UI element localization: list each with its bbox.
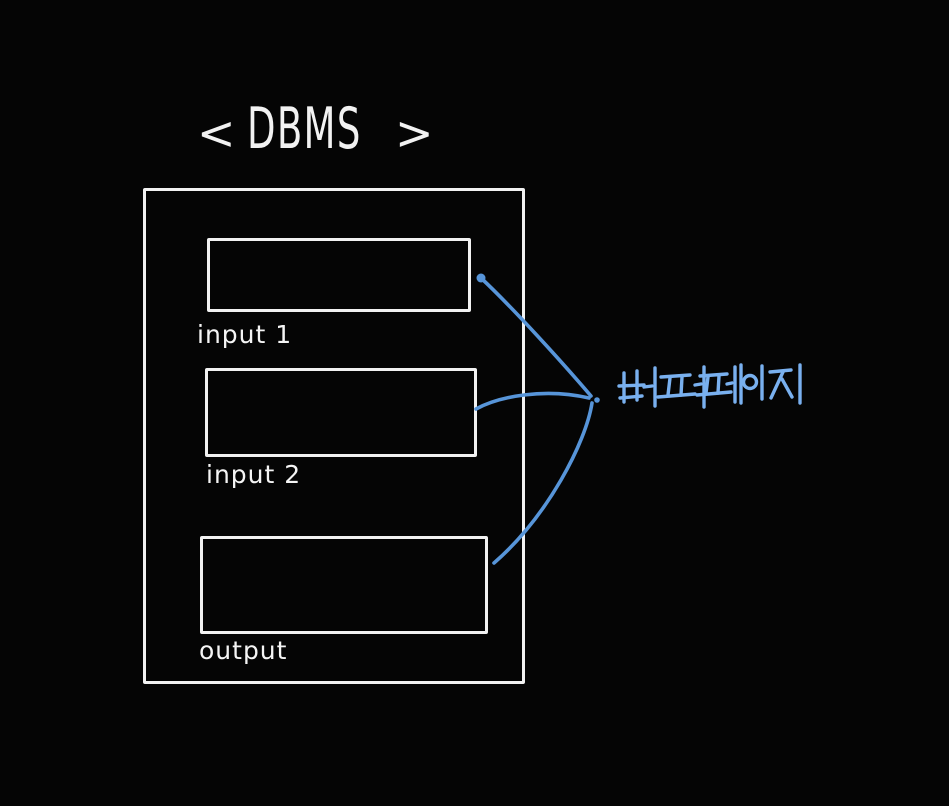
title-close-bracket: >	[395, 106, 434, 160]
input2-page-box	[205, 368, 477, 457]
input1-label: input 1	[197, 320, 293, 349]
title-open-bracket: <	[197, 106, 236, 160]
convergence-dot	[594, 397, 600, 403]
output-label: output	[199, 636, 288, 665]
diagram-title: DBMS	[247, 96, 362, 162]
output-page-box	[200, 536, 488, 634]
input2-label: input 2	[206, 460, 302, 489]
input1-page-box	[207, 238, 471, 312]
buffer-page-annotation: 버퍼 페이지	[620, 364, 820, 412]
